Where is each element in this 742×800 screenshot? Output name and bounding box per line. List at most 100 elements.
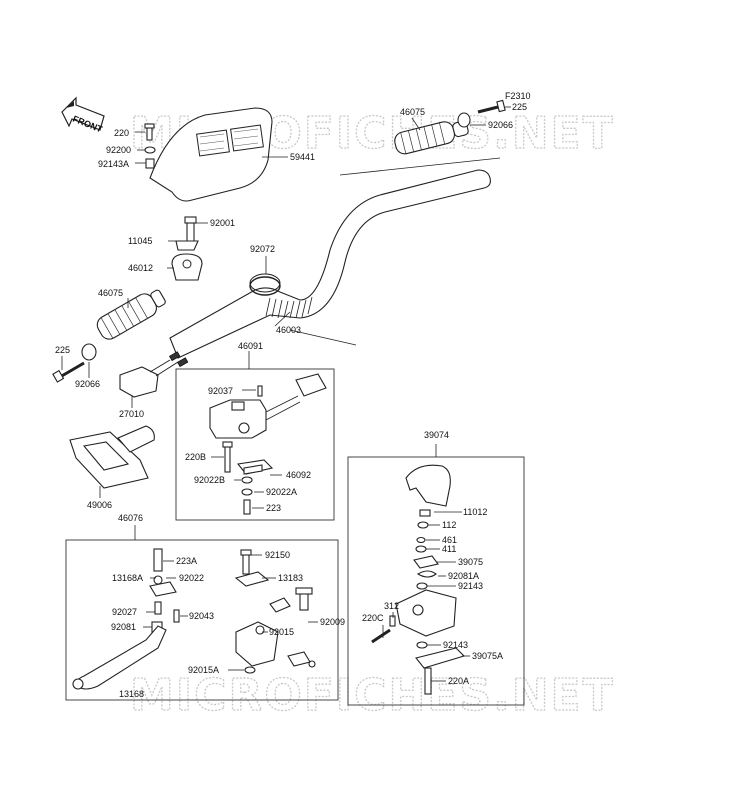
handlebar-icon: [169, 169, 491, 359]
label-39075A: 39075A: [472, 651, 503, 661]
label-225-left: 225: [55, 345, 70, 355]
label-13168: 13168: [119, 689, 144, 699]
bolt-225-top-icon: [477, 99, 506, 114]
spring-92081A-icon: [416, 570, 437, 578]
bolt-220B-icon: [222, 441, 233, 473]
label-39075: 39075: [458, 557, 483, 567]
label-46076: 46076: [118, 513, 143, 523]
bar-end-92066-icon: [457, 112, 471, 128]
bracket-13168A-icon: [149, 575, 177, 597]
label-92015: 92015: [269, 627, 294, 637]
label-312: 312: [384, 601, 399, 611]
watermark-bottom: MICROFICHES.NET: [130, 670, 615, 721]
label-92027: 92027: [112, 607, 137, 617]
lever-assembly-box: [65, 539, 339, 701]
label-220B: 220B: [185, 452, 206, 462]
switch-body-92015-icon: [235, 597, 291, 667]
washer-92022B-icon: [241, 476, 253, 484]
front-arrow-icon: FRONT: [61, 96, 105, 135]
screw-92037-icon: [257, 385, 263, 397]
label-92200: 92200: [106, 145, 131, 155]
switch-body-right-icon: [395, 589, 457, 637]
washer-92143-icon: [416, 582, 428, 590]
label-92015A: 92015A: [188, 665, 219, 675]
washer-461-icon: [416, 536, 426, 544]
washer-112-icon: [417, 521, 429, 529]
pin-92043-icon: [173, 609, 180, 623]
left-grip-icon: [96, 289, 166, 340]
washer-92022A-icon: [241, 488, 253, 496]
label-92022: 92022: [179, 573, 204, 583]
washer-92200-icon: [144, 146, 156, 154]
handlebar-cover-icon: [149, 107, 273, 202]
label-46075-top: 46075: [400, 107, 425, 117]
label-92143b: 92143: [443, 640, 468, 650]
bracket-13183-icon: [234, 571, 270, 587]
label-92043: 92043: [189, 611, 214, 621]
label-92022A: 92022A: [266, 487, 297, 497]
label-220A: 220A: [448, 676, 469, 686]
label-92037: 92037: [208, 386, 233, 396]
label-92081: 92081: [111, 622, 136, 632]
label-46091: 46091: [238, 341, 263, 351]
bar-end-92066-left-icon: [81, 343, 97, 361]
leader-lines: [61, 106, 511, 682]
screw-312-icon: [389, 615, 396, 627]
label-225-top: 225: [512, 102, 527, 112]
screw-223-icon: [243, 499, 251, 515]
label-11012: 11012: [463, 507, 487, 517]
label-13168A: 13168A: [112, 573, 143, 583]
adjuster-92009-icon: [295, 587, 313, 611]
label-92150: 92150: [265, 550, 290, 560]
washer-411-icon: [415, 545, 427, 553]
switch-housing-icon: [209, 373, 327, 439]
label-411: 411: [442, 544, 456, 554]
cable-clip-icon: [287, 651, 316, 668]
screw-220C-icon: [371, 628, 391, 644]
collar-92143A-icon: [145, 158, 155, 169]
screw-11012-icon: [419, 509, 431, 517]
lever-39075A-icon: [415, 647, 466, 669]
label-223: 223: [266, 503, 281, 513]
label-92022B: 92022B: [194, 475, 225, 485]
label-11045: 11045: [128, 236, 152, 246]
nut-92015A-icon: [244, 666, 256, 674]
label-39074: 39074: [424, 430, 449, 440]
switch-27010-icon: [119, 351, 189, 398]
band-92072-icon: [249, 273, 281, 296]
part-labels: 220 92200 92143A 59441 46075 225 92066 9…: [55, 102, 527, 699]
label-46075-left: 46075: [98, 288, 123, 298]
bolt-220-icon: [144, 123, 155, 141]
bolt-92150-icon: [240, 549, 252, 575]
label-92066-left: 92066: [75, 379, 100, 389]
switch-group-box: [175, 368, 335, 521]
label-92009: 92009: [320, 617, 345, 627]
throttle-cover-49006-icon: [69, 425, 155, 489]
bolt-225-left-icon: [52, 361, 85, 383]
bracket-46092-icon: [236, 459, 274, 475]
label-92143A: 92143A: [98, 159, 129, 169]
plate-39075-icon: [413, 555, 439, 569]
label-46012: 46012: [128, 263, 153, 273]
label-59441: 59441: [290, 152, 315, 162]
label-223A: 223A: [176, 556, 197, 566]
clamp-46012-icon: [171, 253, 203, 281]
label-220C: 220C: [362, 613, 384, 623]
label-461: 461: [442, 535, 457, 545]
label-92066-top: 92066: [488, 120, 513, 130]
washer-92143b-icon: [416, 641, 428, 649]
screw-223A-icon: [153, 548, 163, 572]
label-92143: 92143: [458, 581, 483, 591]
label-92081A: 92081A: [448, 571, 479, 581]
plate-11045-icon: [175, 240, 199, 251]
label-112: 112: [442, 520, 456, 530]
label-49006: 49006: [87, 500, 112, 510]
label-13183: 13183: [278, 573, 303, 583]
pin-92027-icon: [154, 601, 162, 615]
bolt-220A-icon: [424, 667, 432, 695]
label-46003: 46003: [276, 325, 301, 335]
bolt-92001-icon: [184, 216, 197, 243]
switch-cover-icon: [405, 464, 451, 507]
label-92072: 92072: [250, 244, 275, 254]
